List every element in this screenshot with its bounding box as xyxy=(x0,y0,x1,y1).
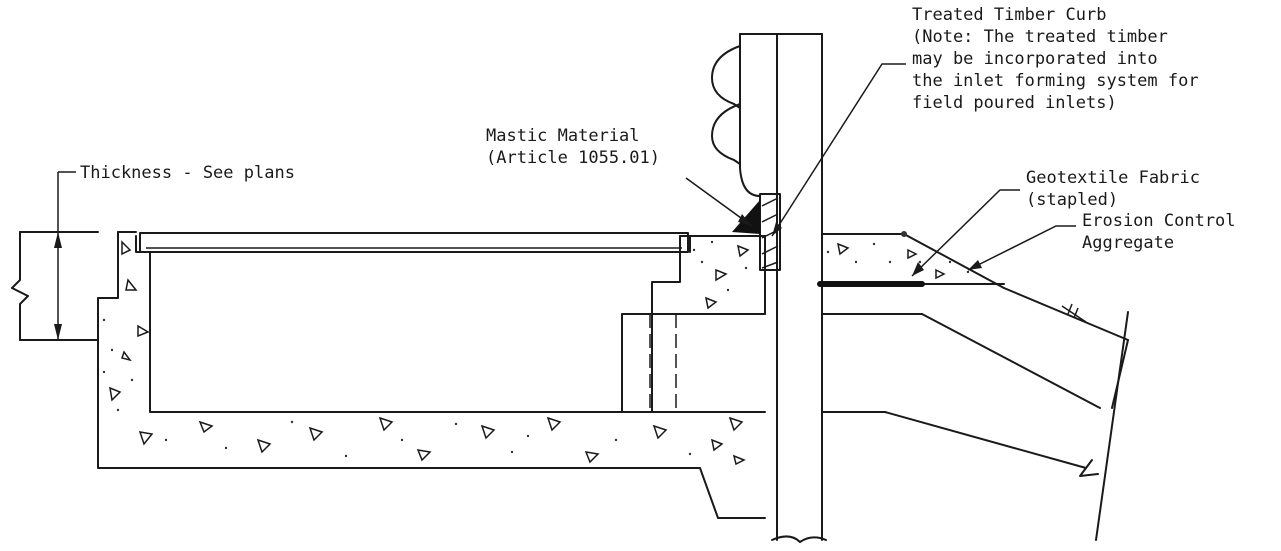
concrete-stipple-dots xyxy=(102,240,970,458)
label-curb-line-2: (Note: The treated timber xyxy=(912,27,1168,47)
label-mastic-line-1: Mastic Material xyxy=(486,126,640,146)
geotextile-label: Geotextile Fabric (stapled) xyxy=(1026,168,1200,210)
inlet-grate xyxy=(139,232,689,253)
treated-timber-curb xyxy=(759,193,781,271)
curb-label: Treated Timber Curb (Note: The treated t… xyxy=(912,5,1199,113)
label-curb-line-3: may be incorporated into xyxy=(912,49,1158,69)
guardrail-w-beam xyxy=(711,33,761,197)
label-geotextile-line-1: Geotextile Fabric xyxy=(1026,168,1200,188)
concrete-aggregate-pattern xyxy=(109,240,946,466)
guardrail-post xyxy=(739,33,827,543)
label-mastic-line-2: (Article 1055.01) xyxy=(486,148,660,168)
label-curb-line-5: field poured inlets) xyxy=(912,93,1117,113)
thickness-dimension xyxy=(54,171,76,340)
label-thickness: Thickness - See plans xyxy=(80,163,295,183)
pavement-break-line xyxy=(11,231,99,341)
concrete-inlet-body xyxy=(97,231,766,519)
mastic-label: Mastic Material (Article 1055.01) xyxy=(486,126,660,168)
label-erosion-line-1: Erosion Control xyxy=(1082,211,1236,231)
label-curb-line-4: the inlet forming system for xyxy=(912,71,1199,91)
label-geotextile-line-2: (stapled) xyxy=(1026,190,1118,210)
erosion-label: Erosion Control Aggregate xyxy=(1082,211,1236,253)
mastic-material xyxy=(732,200,760,234)
leader-lines xyxy=(685,63,1076,277)
label-erosion-line-2: Aggregate xyxy=(1082,233,1174,253)
erosion-control-aggregate xyxy=(821,231,1005,289)
embankment-slope xyxy=(821,287,1129,541)
label-curb-line-1: Treated Timber Curb xyxy=(912,5,1106,25)
